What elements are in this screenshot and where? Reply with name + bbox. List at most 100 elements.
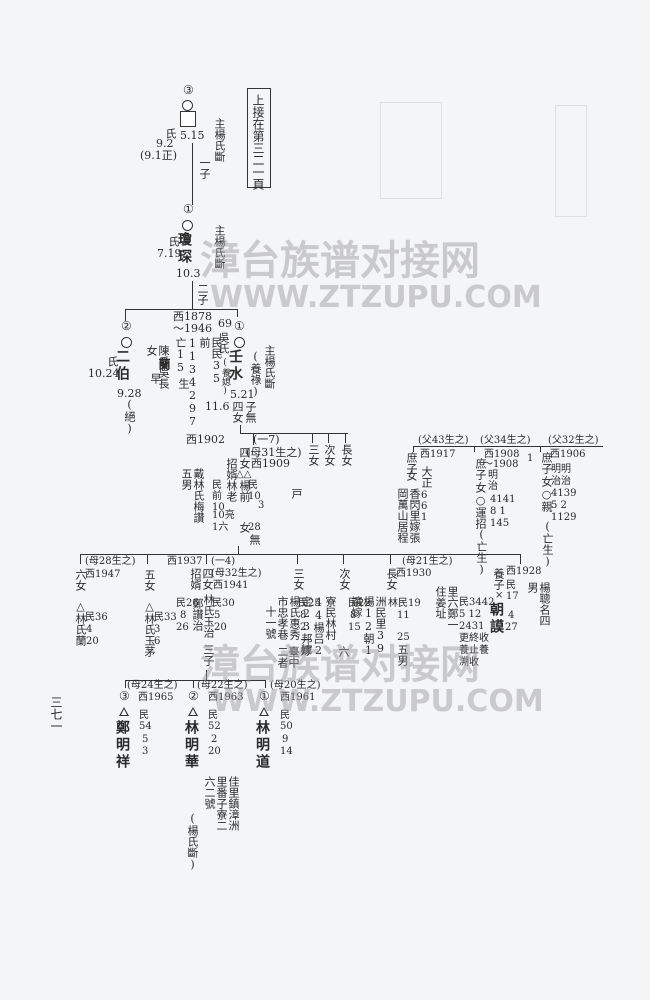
line	[240, 433, 254, 434]
gen6-b-date: 民52	[208, 710, 221, 732]
gen4-girl4-day: 28	[248, 522, 261, 533]
gen3-erbo-note: (絕)	[123, 398, 136, 435]
gen3-wife-a-born: 生	[177, 378, 190, 389]
gen5-ci-e: 15	[348, 622, 361, 633]
gen6-address: 佳里鎮漳洲里番子寮二六二號	[203, 776, 240, 831]
gen5-ci-f: 六	[337, 646, 350, 657]
line	[297, 554, 298, 564]
gen6-b-note: (楊氏斷)	[186, 812, 199, 871]
gen5-si-r: 楊氏惠秀	[288, 596, 301, 640]
gen5-adopt-h: 楊聰名四男	[526, 582, 551, 626]
gen5-si-w: 臺中	[287, 646, 300, 668]
gen4-f43-marriage: 香閃里嫁張岡萬山居程	[396, 488, 421, 543]
gen5-m28-e: 4	[86, 624, 93, 635]
gen4-f32-name: ○親	[540, 488, 553, 512]
bleed-through-box	[380, 102, 442, 199]
gen2-wife-date: 7.19	[157, 247, 182, 260]
gen3-wife-c: 吳氏	[217, 332, 230, 354]
gen3-ren-date: 5.21	[230, 388, 255, 401]
gen5-si-t: 8	[300, 610, 307, 621]
gen4-father32: (父32生之)	[548, 435, 599, 446]
line	[125, 309, 126, 321]
gen5-adopt-j: 民3442	[459, 597, 495, 608]
gen4-girl4-hu: 戸	[290, 488, 303, 499]
male-triangle	[119, 707, 129, 716]
line	[125, 680, 126, 688]
gen5-mother28: (母28生之)	[85, 556, 136, 567]
male-square	[180, 111, 196, 127]
gen5-m21-marriage: 洲民里39楊12朝1讓嫁	[350, 596, 387, 657]
gen4-f32-f: 4139	[551, 488, 577, 499]
gen1-child-note: 一子	[198, 157, 211, 179]
gen5-ci-marriage: 寮民林村44楊吕2定23邦嫁	[300, 596, 337, 657]
gen3-wife-b-early: 早	[149, 373, 162, 384]
gen4-girl2: 次女	[323, 444, 336, 466]
order-mark: ①	[183, 202, 194, 216]
gen5-adopt-name: 朝謨	[488, 602, 504, 636]
male-triangle	[188, 707, 198, 716]
gen3-ren-name: 壬水	[227, 349, 243, 383]
gen4-f34-kid: 庶子	[474, 458, 487, 480]
gen4-girl4-min-qian: 民前10	[212, 480, 225, 513]
gen5-m28-f: 20	[86, 636, 99, 647]
gen5-adopt-o: 溯收	[459, 657, 479, 668]
gen4-f32-female: 女	[540, 476, 553, 487]
gen5-si-x: 二者	[276, 646, 289, 668]
line	[193, 680, 194, 688]
female-circle	[182, 220, 193, 231]
gen2-name: 瓊琛	[176, 232, 192, 266]
gen4-girl4-relation: 戴林氏梅讚五男	[180, 468, 205, 523]
gen4-f32-era2: 治治	[551, 476, 571, 487]
gen3-wife-span: 西1878～1946	[173, 310, 212, 335]
line	[520, 554, 521, 564]
gen3-wife-name: 蘭	[157, 358, 171, 373]
continuation-box	[247, 88, 271, 188]
gen4-f43-female: 女	[405, 470, 418, 481]
gen5-si-i: 26	[176, 622, 189, 633]
gen4-f32-dead: (亡生)	[541, 520, 554, 568]
line	[238, 546, 239, 554]
gen5-adopt-year: 西1928	[506, 566, 542, 577]
gen5-ci-c: 民22	[348, 598, 371, 609]
gen5-adopt-l: 2431	[459, 621, 485, 632]
gen4-girl4-lifespan: (一7)	[253, 433, 280, 446]
line	[192, 281, 193, 309]
gen5-si-v: 一嫁	[299, 634, 312, 656]
continuation-note: 上接在第三二一頁	[251, 94, 265, 190]
line	[343, 554, 344, 564]
gen6-c-date3: 14	[280, 746, 293, 757]
gen4-girl4-mother: (母31生之)	[246, 446, 302, 459]
gen4-f43-era: 大正	[420, 466, 433, 488]
gen5-si-u: 2	[300, 622, 307, 633]
gen4-girl4-year2: 西1909	[251, 457, 290, 470]
gen5-adopt-e: 民17	[506, 580, 519, 602]
line	[206, 670, 207, 680]
gen3-ren-children: 四女	[231, 401, 244, 423]
line	[237, 309, 238, 317]
gen4-girl3: 三女	[307, 444, 320, 466]
gen4-f43-e: 6	[421, 490, 428, 501]
gen5-ci-label: 次女	[338, 568, 351, 590]
gen4-f34-name: ○運招	[474, 494, 487, 529]
gen1-wife-date-corrected: (9.1正)	[140, 149, 178, 162]
watermark-url: WWW.ZTZUPU.COM	[210, 280, 542, 315]
gen4-girl4-o: 女	[238, 522, 251, 533]
line	[540, 446, 541, 452]
gen4-girl4-year: 西1902	[186, 433, 225, 446]
gen4-girl4-triangles: △△	[236, 469, 252, 480]
gen4-father43: (父43生之)	[418, 435, 469, 446]
gen4-girl4-yang: 楊前	[238, 480, 251, 502]
gen4-f34-g: 8 1	[490, 506, 506, 517]
gen5-wu-e: 6	[154, 636, 161, 647]
gen5-si-m: 5	[214, 610, 221, 621]
gen4-girl1: 長女	[340, 444, 353, 466]
line	[80, 554, 520, 555]
bleed-through-box	[555, 105, 587, 217]
gen5-si-husband-label: 招婿	[189, 568, 202, 590]
line	[312, 433, 313, 443]
gen5-wu-c: 民33	[154, 612, 177, 623]
line	[265, 680, 266, 688]
gen3-wife-a: 民民35前1134297亡15	[174, 337, 223, 428]
gen6-a-mother: (母24生之)	[127, 680, 178, 691]
gen5-si-sons: 三子	[202, 644, 215, 666]
